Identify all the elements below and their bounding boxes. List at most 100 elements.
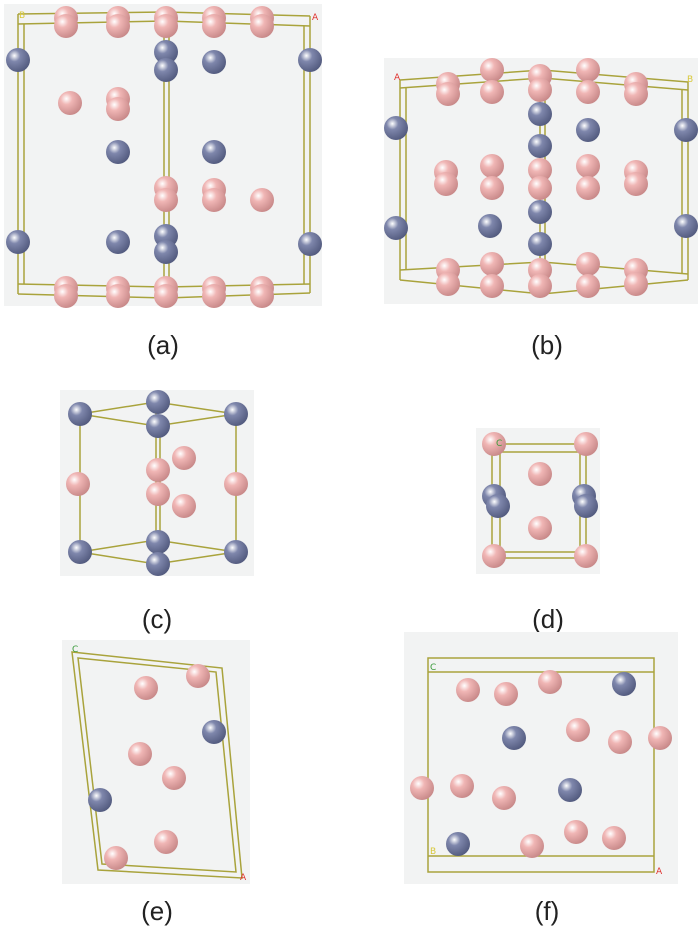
pink-atom xyxy=(566,718,590,742)
pink-atom xyxy=(434,172,458,196)
pink-atom xyxy=(624,82,648,106)
pink-atom xyxy=(576,80,600,104)
blue-atom xyxy=(154,58,178,82)
axis-label-a: A xyxy=(656,867,663,877)
blue-atom xyxy=(674,214,698,238)
caption-b: (b) xyxy=(531,330,563,360)
pink-atom xyxy=(528,78,552,102)
blue-atom xyxy=(154,40,178,64)
pink-atom xyxy=(106,97,130,121)
pink-atom xyxy=(250,14,274,38)
pink-atom xyxy=(608,730,632,754)
blue-atom xyxy=(502,726,526,750)
pink-atom xyxy=(492,786,516,810)
pink-atom xyxy=(410,776,434,800)
blue-atom xyxy=(106,230,130,254)
pink-atom xyxy=(154,188,178,212)
pink-atom xyxy=(624,172,648,196)
blue-atom xyxy=(154,240,178,264)
blue-atom xyxy=(558,778,582,802)
blue-atom xyxy=(6,230,30,254)
blue-atom xyxy=(528,102,552,126)
caption-e: (e) xyxy=(141,896,173,926)
pink-atom xyxy=(146,458,170,482)
pink-atom xyxy=(576,58,600,82)
pink-atom xyxy=(494,682,518,706)
blue-atom xyxy=(612,672,636,696)
pink-atom xyxy=(202,284,226,308)
axis-label-a: A xyxy=(312,13,319,23)
pink-atom xyxy=(450,774,474,798)
pink-atom xyxy=(106,284,130,308)
pink-atom xyxy=(154,830,178,854)
blue-atom xyxy=(202,720,226,744)
pink-atom xyxy=(528,158,552,182)
pink-atom xyxy=(186,664,210,688)
blue-atom xyxy=(224,402,248,426)
pink-atom xyxy=(538,670,562,694)
pink-atom xyxy=(528,462,552,486)
panel-d: C xyxy=(476,428,600,574)
pink-atom xyxy=(250,284,274,308)
pink-atom xyxy=(480,58,504,82)
blue-atom xyxy=(486,494,510,518)
blue-atom xyxy=(68,402,92,426)
blue-atom xyxy=(146,530,170,554)
pink-atom xyxy=(528,516,552,540)
pink-atom xyxy=(146,482,170,506)
crystal-structure-e: CA xyxy=(71,645,247,883)
pink-atom xyxy=(106,14,130,38)
pink-atom xyxy=(482,544,506,568)
pink-atom xyxy=(162,766,186,790)
pink-atom xyxy=(480,274,504,298)
pink-atom xyxy=(576,154,600,178)
pink-atom xyxy=(456,678,480,702)
pink-atom xyxy=(520,834,544,858)
pink-atom xyxy=(528,176,552,200)
pink-atom xyxy=(624,272,648,296)
blue-atom xyxy=(674,118,698,142)
pink-atom xyxy=(172,494,196,518)
blue-atom xyxy=(146,552,170,576)
blue-atom xyxy=(528,232,552,256)
blue-atom xyxy=(528,134,552,158)
blue-atom xyxy=(68,540,92,564)
blue-atom xyxy=(202,140,226,164)
blue-atom xyxy=(6,48,30,72)
pink-atom xyxy=(436,82,460,106)
pink-atom xyxy=(172,446,196,470)
axis-label-a: A xyxy=(394,73,401,83)
blue-atom xyxy=(202,50,226,74)
pink-atom xyxy=(54,14,78,38)
pink-atom xyxy=(482,432,506,456)
blue-atom xyxy=(574,494,598,518)
pink-atom xyxy=(576,274,600,298)
axis-label-c: C xyxy=(430,663,436,673)
pink-atom xyxy=(574,432,598,456)
blue-atom xyxy=(106,140,130,164)
pink-atom xyxy=(480,154,504,178)
axis-label-b: B xyxy=(687,75,693,85)
pink-atom xyxy=(564,820,588,844)
panel-f: C B A xyxy=(404,632,678,884)
blue-atom xyxy=(576,118,600,142)
pink-atom xyxy=(202,188,226,212)
pink-atom xyxy=(58,91,82,115)
pink-atom xyxy=(202,14,226,38)
axis-label-c: C xyxy=(72,645,78,655)
pink-atom xyxy=(250,188,274,212)
caption-c: (c) xyxy=(141,604,173,634)
blue-atom xyxy=(384,116,408,140)
blue-atom xyxy=(146,414,170,438)
axis-label-b: B xyxy=(430,847,436,857)
axis-label-c: C xyxy=(496,439,502,449)
crystal-structure-f: C B A xyxy=(410,657,672,877)
pink-atom xyxy=(104,846,128,870)
pink-atom xyxy=(134,676,158,700)
blue-atom xyxy=(528,200,552,224)
